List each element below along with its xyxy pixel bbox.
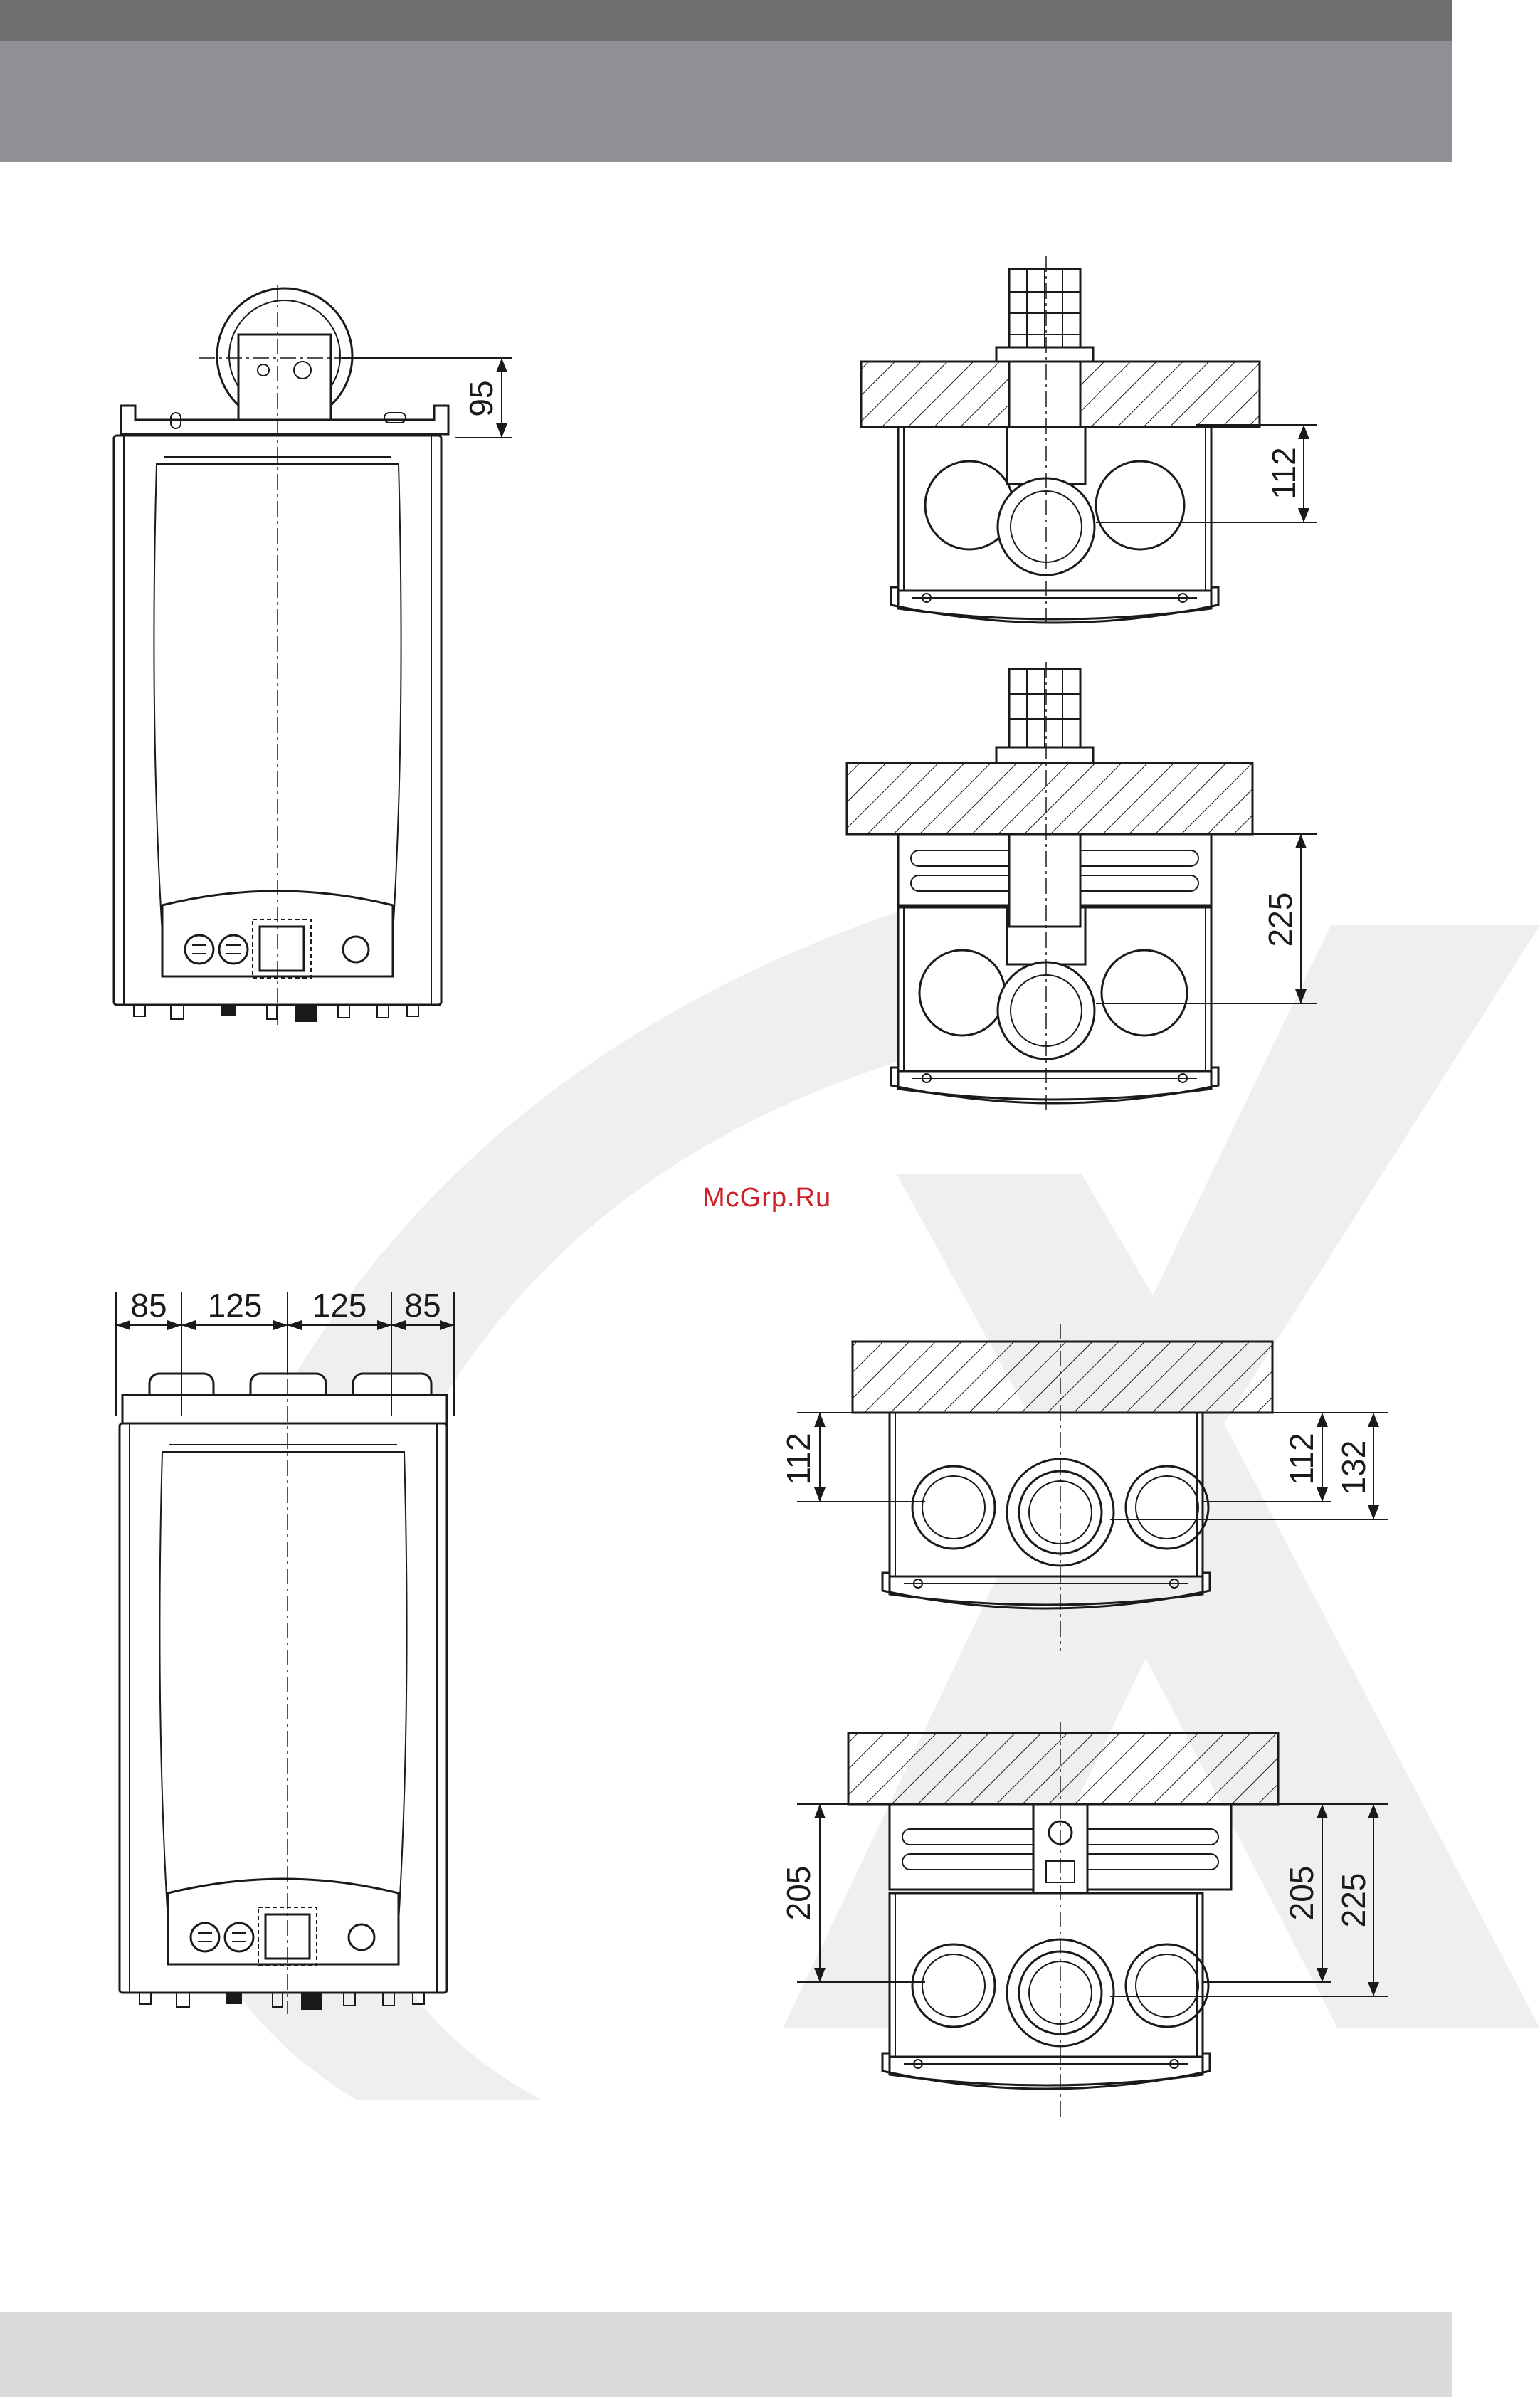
dim-label-top-left: 112 <box>780 1433 817 1485</box>
dim-label-fig2: 112 <box>1265 447 1302 499</box>
dim-label-spacing-4: 85 <box>404 1287 441 1324</box>
boiler-front-icon <box>114 285 512 1025</box>
dim-label-fig3: 225 <box>1262 892 1299 947</box>
dim-label-spacing-1: 85 <box>130 1287 167 1324</box>
flue-terminal-icon <box>996 269 1093 362</box>
dim-label-spacing-2: 125 <box>208 1287 263 1324</box>
dim-label-bottom-left: 205 <box>780 1866 817 1921</box>
dim-label-top-right-outer: 132 <box>1335 1440 1372 1495</box>
dim-label-top-right-inner: 112 <box>1283 1433 1320 1485</box>
dim-label-bottom-right-outer: 225 <box>1335 1873 1372 1928</box>
dim-label-front-flue: 95 <box>463 380 500 416</box>
dim-label-spacing-3: 125 <box>312 1287 367 1324</box>
watermark-link[interactable]: McGrp.Ru <box>702 1183 831 1213</box>
dim-label-bottom-right-inner: 205 <box>1283 1866 1320 1921</box>
